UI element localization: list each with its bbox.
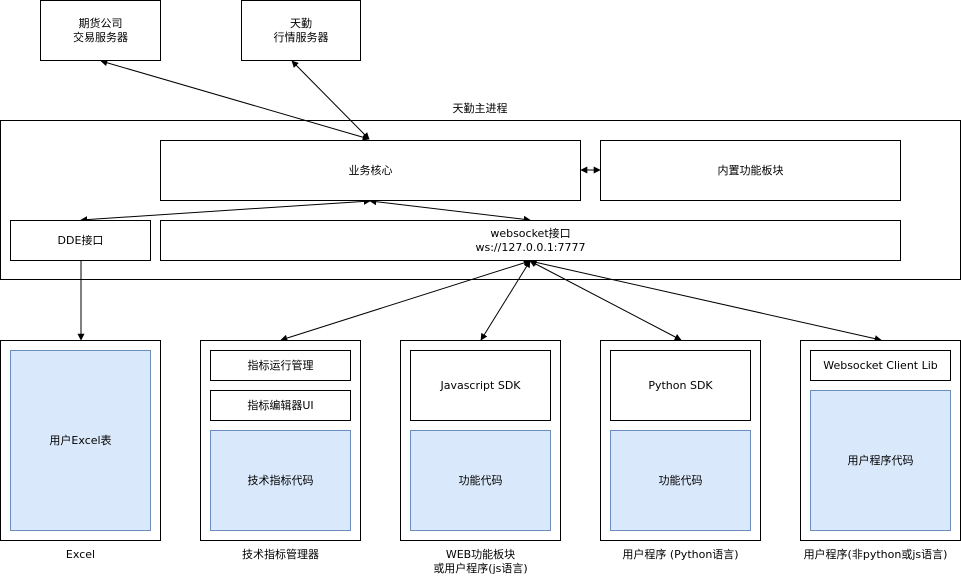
arrow-ws-other (529, 258, 882, 343)
dde-box: DDE接口 (10, 220, 151, 261)
indicator-code-box: 技术指标代码 (210, 430, 351, 531)
indicator-editor-box: 指标编辑器UI (210, 390, 351, 421)
other-code-box: 用户程序代码 (810, 390, 951, 531)
excel-caption: Excel (65, 548, 96, 561)
python-sdk-box: Python SDK (610, 350, 751, 421)
web-sdk-box: Javascript SDK (410, 350, 551, 421)
futures-server-box: 期货公司 交易服务器 (40, 0, 161, 61)
python-code-box: 功能代码 (610, 430, 751, 531)
indicator-caption: 技术指标管理器 (242, 548, 319, 561)
arrow-core-dde (80, 197, 371, 224)
core-box: 业务核心 (160, 140, 581, 201)
web-code-box: 功能代码 (410, 430, 551, 531)
arrow-core-websocket (369, 198, 531, 223)
arrow-ws-web (480, 260, 531, 341)
builtin-box: 内置功能板块 (600, 140, 901, 201)
indicator-run-mgmt-box: 指标运行管理 (210, 350, 351, 381)
websocket-box: websocket接口 ws://127.0.0.1:7777 (160, 220, 901, 261)
python-caption: 用户程序 (Python语言) (622, 548, 739, 561)
other-caption: 用户程序(非python或js语言) (803, 548, 948, 561)
excel-inner-box: 用户Excel表 (10, 350, 151, 531)
quote-server-box: 天勤 行情服务器 (241, 0, 361, 61)
arrow-quote-core (291, 60, 370, 140)
main-process-title: 天勤主进程 (452, 102, 508, 115)
web-caption: WEB功能板块 或用户程序(js语言) (433, 548, 528, 575)
other-lib-box: Websocket Client Lib (810, 350, 951, 381)
